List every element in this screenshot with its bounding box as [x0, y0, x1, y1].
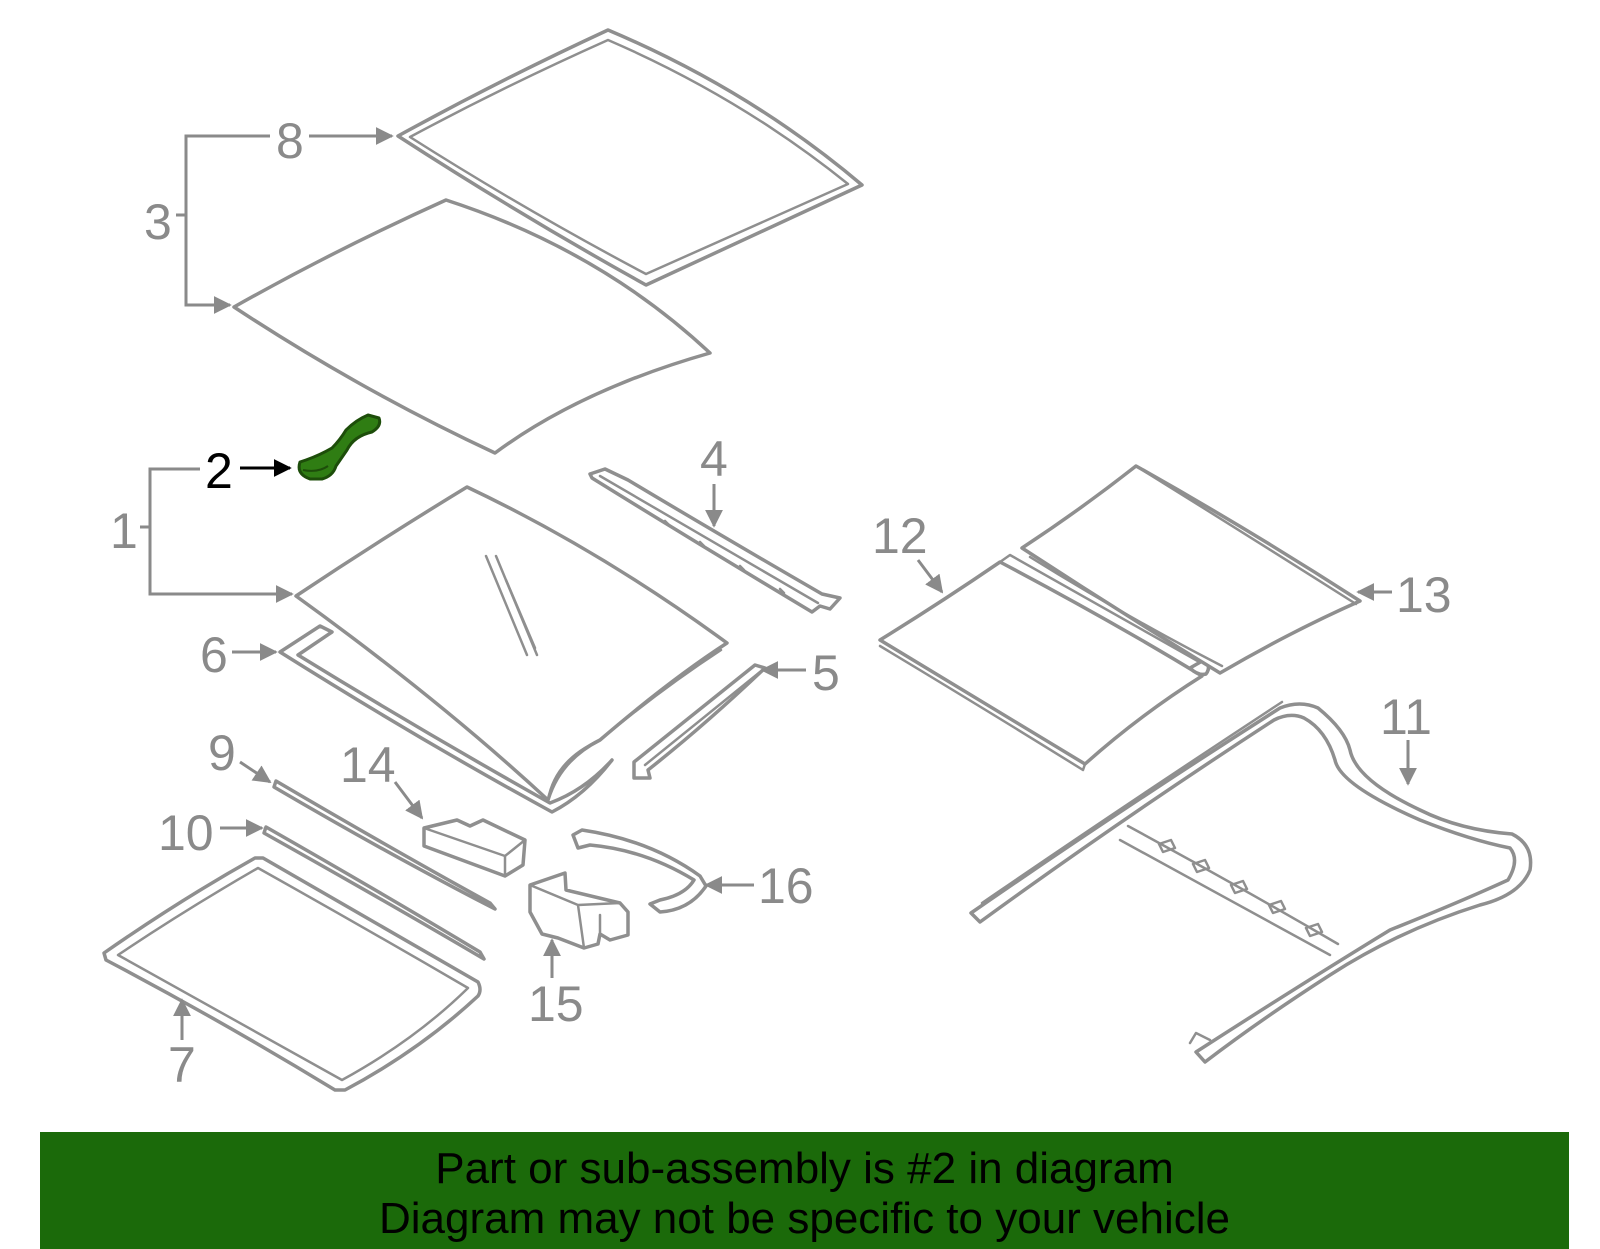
callout-15: 15: [528, 976, 584, 1032]
info-banner: Part or sub-assembly is #2 in diagram Di…: [40, 1132, 1569, 1249]
leader-lines: [140, 127, 1417, 1040]
part-9-strip: [272, 779, 497, 911]
callout-3: 3: [144, 194, 172, 250]
callout-11: 11: [1380, 689, 1432, 745]
part-2-bracket-highlighted: [297, 413, 382, 481]
callout-14: 14: [340, 737, 396, 793]
part-7-gasket: [102, 856, 482, 1092]
callout-4: 4: [700, 431, 728, 487]
part-6-seal: [278, 624, 614, 814]
part-16-cable-guide: [571, 828, 708, 914]
part-13-sunshade: [1020, 464, 1362, 675]
part-14-block: [422, 818, 527, 878]
part-11-frame: [969, 700, 1533, 1064]
callout-labels: 8 3 2 1 4 6 5 9 10 14 16 15 7 12 13 11: [110, 113, 1452, 1093]
callout-13: 13: [1396, 567, 1452, 623]
callout-5: 5: [812, 645, 840, 701]
part-10-strip: [262, 825, 486, 961]
part-3-roof-sheet: [232, 198, 712, 455]
callout-6: 6: [200, 627, 228, 683]
part-8-glass-panel: [396, 28, 864, 287]
callout-8: 8: [276, 113, 304, 169]
callout-7: 7: [168, 1037, 196, 1093]
part-1-glass-assembly: [294, 485, 729, 802]
callout-1: 1: [110, 503, 138, 559]
callout-2: 2: [205, 443, 233, 499]
callout-16: 16: [758, 858, 814, 914]
parts-diagram: 8 3 2 1 4 6 5 9 10 14 16 15 7 12 13 11: [102, 28, 1533, 1093]
part-15-bracket: [528, 871, 630, 950]
part-4-rail: [588, 467, 842, 614]
banner-line-2: Diagram may not be specific to your vehi…: [378, 1194, 1231, 1243]
callout-10: 10: [158, 805, 214, 861]
banner-line-1: Part or sub-assembly is #2 in diagram: [435, 1144, 1174, 1193]
callout-9: 9: [208, 725, 236, 781]
callout-12: 12: [872, 508, 928, 564]
